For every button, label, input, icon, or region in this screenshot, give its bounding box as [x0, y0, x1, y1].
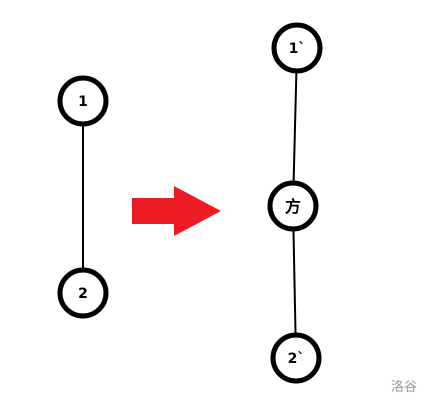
node-label: 1 — [78, 94, 88, 110]
node-after-1-prime: 1` — [271, 22, 323, 74]
node-label: 2` — [288, 351, 305, 367]
watermark-text: 洛谷 — [391, 380, 418, 395]
node-label: 方 — [285, 197, 301, 216]
node-after-square: 方 — [267, 180, 319, 232]
node-label: 2 — [78, 286, 88, 302]
node-after-2-prime: 2` — [270, 332, 322, 384]
transform-arrow — [132, 186, 221, 236]
node-before-1: 1 — [57, 75, 109, 127]
edge-after-top-middle — [292, 47, 298, 207]
node-label: 1` — [289, 41, 306, 57]
node-before-2: 2 — [57, 267, 109, 319]
